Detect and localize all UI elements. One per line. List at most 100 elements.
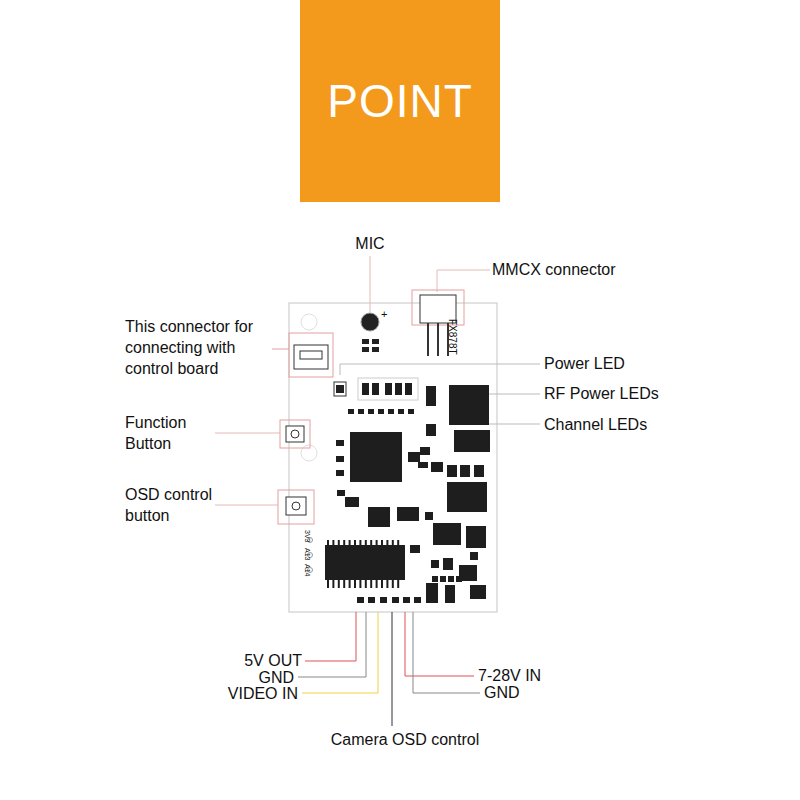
silkscreen-text: 3V3 [303, 530, 312, 542]
callout-label: VIDEO IN [200, 683, 298, 704]
chip-pin [392, 540, 394, 545]
leader-line [488, 394, 540, 395]
smd-part [447, 482, 487, 512]
smd-part [433, 523, 461, 545]
function-button [291, 430, 299, 438]
chip-pin [370, 580, 372, 588]
chip-pin [376, 580, 378, 588]
smd-part [410, 545, 420, 553]
callout-label: RF Power LEDs [544, 383, 659, 404]
smd-part [447, 465, 457, 477]
smd-part [474, 465, 484, 477]
chip-pin [349, 580, 351, 588]
smd-part [378, 409, 384, 414]
connector-highlight [289, 333, 333, 377]
silkscreen-text: A14 [303, 564, 312, 576]
smd-part [445, 585, 455, 603]
leader-line [272, 349, 289, 350]
smd-part [426, 583, 438, 603]
osd-button [286, 497, 306, 515]
smd-part [395, 383, 402, 395]
callout-label: Camera OSD control [305, 729, 505, 750]
led-group [358, 378, 418, 400]
chip-pin [376, 540, 378, 545]
power-led [334, 382, 346, 396]
smd-part [357, 597, 364, 603]
smd-part [372, 347, 379, 352]
jst-connector [300, 351, 322, 359]
smd-part [380, 597, 387, 603]
callout-label: GND [230, 667, 294, 688]
smd-part [425, 512, 433, 520]
leader-line [370, 256, 371, 312]
smd-part [368, 507, 390, 527]
chip-pin [338, 540, 340, 545]
smd-part [350, 432, 402, 482]
button-highlight [280, 420, 310, 448]
smd-part [325, 545, 405, 580]
callout-label: 7-28V IN [478, 665, 541, 686]
callout-label: MIC [350, 233, 390, 254]
wire-vin [405, 612, 474, 676]
smd-part [336, 456, 344, 462]
chip-pin [359, 540, 361, 545]
smd-part [368, 409, 374, 414]
leader-line [437, 270, 490, 292]
smd-part [414, 597, 421, 603]
smd-part [426, 424, 436, 436]
chip-pin [381, 580, 383, 588]
smd-part [368, 597, 375, 603]
mmcx-connector [420, 295, 456, 323]
callout-label: Function Button [125, 412, 215, 454]
wire-gnd [413, 612, 480, 693]
callout-label: Power LED [544, 353, 625, 374]
chip-pin [397, 580, 399, 588]
function-button [286, 426, 304, 442]
smd-part [385, 383, 392, 395]
chip-pin [343, 540, 345, 545]
callout-label: GND [484, 682, 520, 703]
smd-part [372, 383, 379, 395]
smd-part [454, 430, 490, 452]
pcb-outline [289, 303, 497, 612]
chip-pin [386, 540, 388, 545]
chip-pin [327, 580, 329, 588]
smd-part [460, 465, 470, 477]
smd-part [470, 585, 486, 599]
smd-part [336, 470, 344, 476]
smd-part [408, 452, 420, 462]
jst-connector [294, 345, 328, 369]
smd-part [456, 576, 462, 582]
callout-label: This connector for connecting with contr… [125, 316, 275, 379]
wire-5v [305, 612, 356, 661]
callout-label: MMCX connector [492, 259, 616, 280]
silkscreen-text: + [381, 308, 387, 321]
smd-part [466, 526, 486, 548]
smd-part [431, 560, 439, 568]
leader-line [215, 433, 280, 434]
smd-part [432, 576, 438, 582]
mount-hole [301, 445, 317, 461]
chip-pin [349, 540, 351, 545]
chip-pin [386, 580, 388, 588]
mmcx-pin [427, 323, 429, 356]
leader-line [215, 505, 278, 506]
smd-part [362, 339, 369, 344]
smd-part [345, 497, 359, 507]
smd-part [336, 440, 344, 446]
title-banner: POINT [300, 0, 500, 202]
chip-pin [343, 580, 345, 588]
callout-label: Channel LEDs [544, 414, 647, 435]
smd-part [431, 462, 443, 472]
leader-line [488, 424, 540, 425]
chip-pin [359, 580, 361, 588]
smd-part [392, 597, 399, 603]
smd-part [348, 409, 354, 414]
smd-part [418, 462, 428, 468]
chip-pin [354, 580, 356, 588]
smd-part [403, 597, 410, 603]
wire-osd [392, 612, 393, 726]
smd-part [362, 383, 369, 395]
chip-pin [365, 580, 367, 588]
chip-pin [332, 580, 334, 588]
